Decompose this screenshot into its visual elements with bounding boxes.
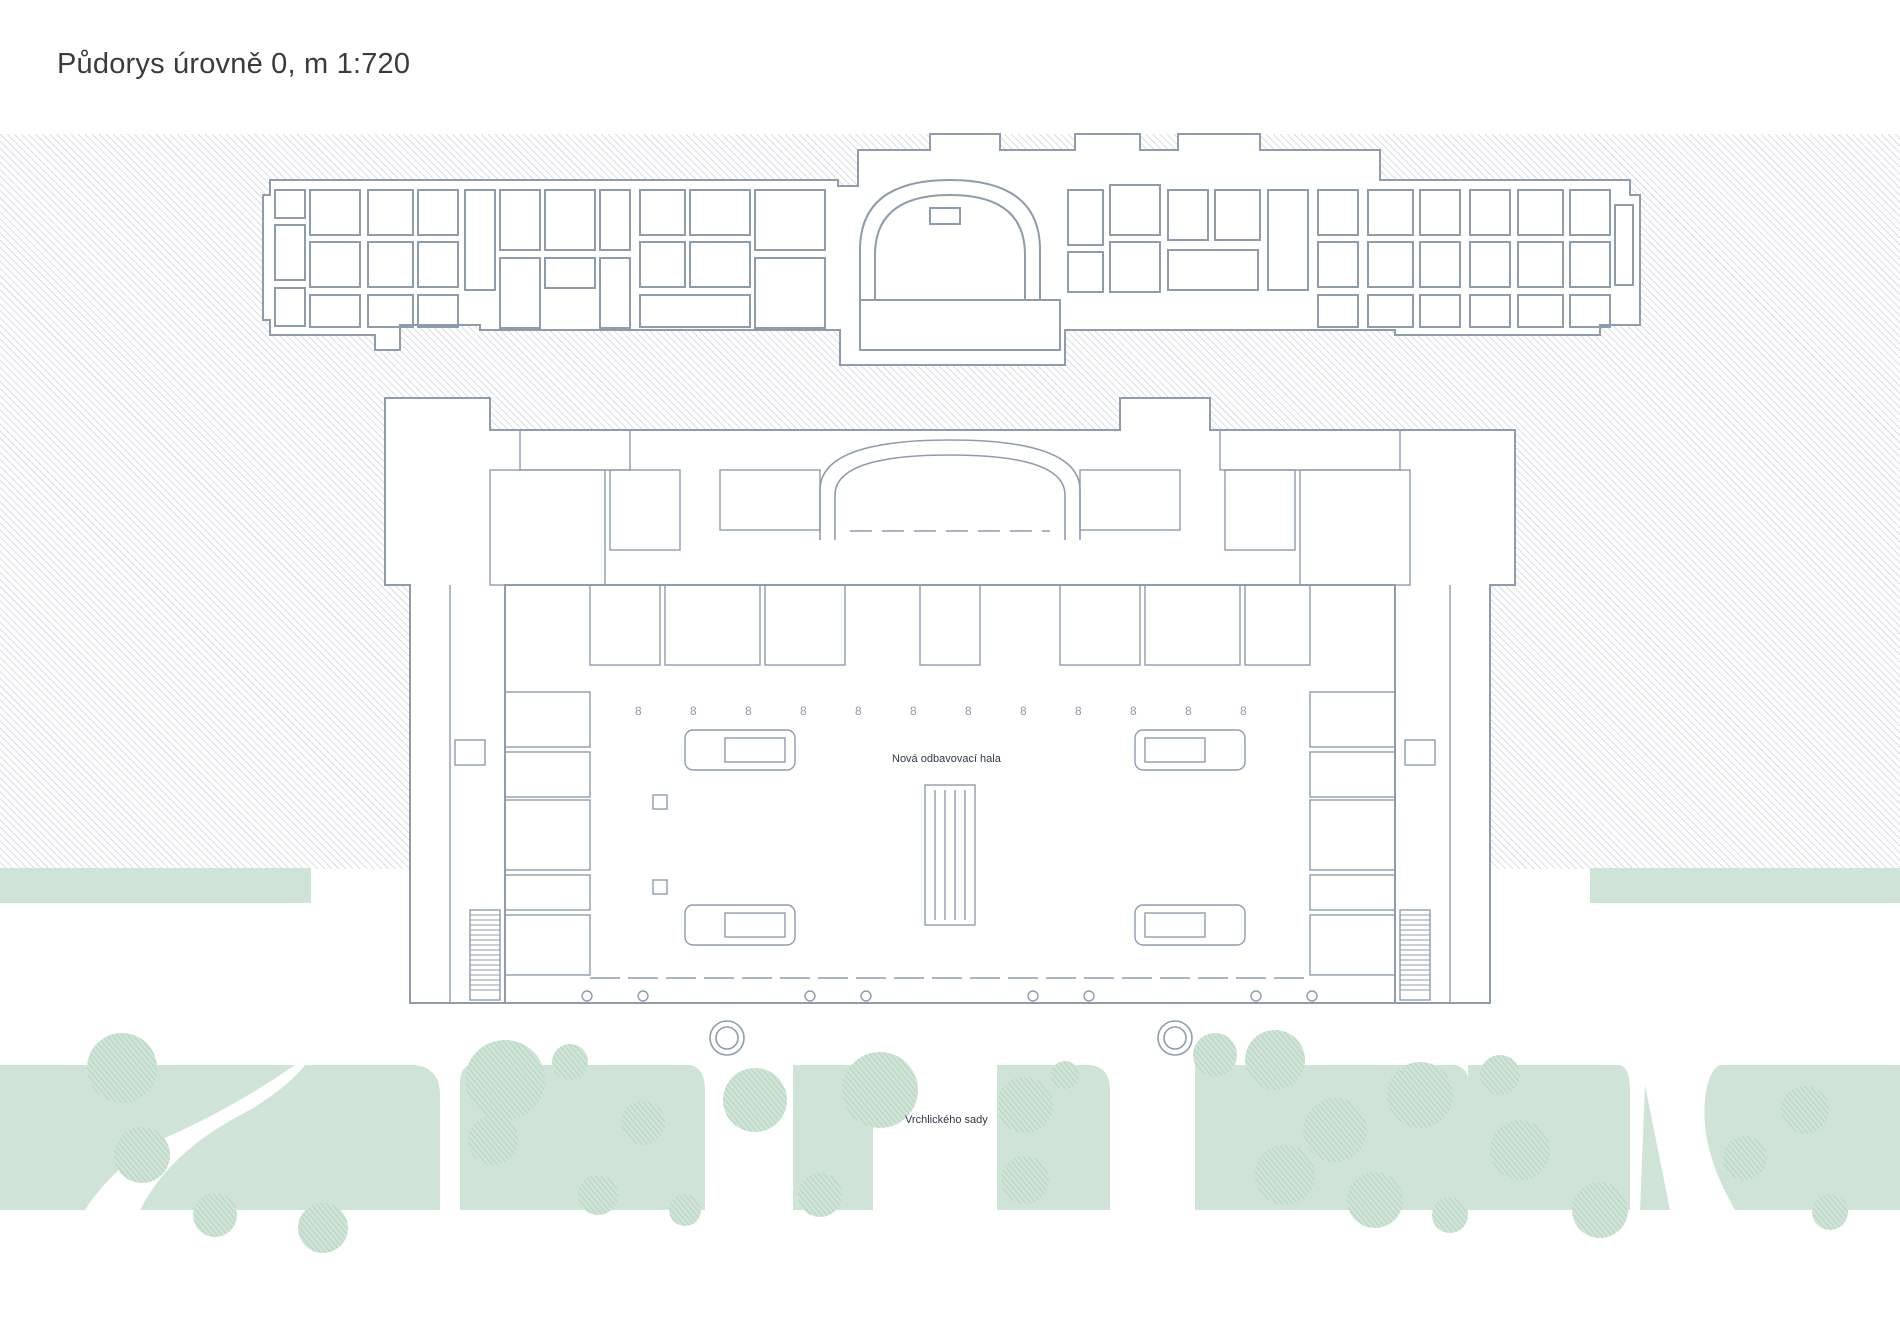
stairs [470, 914, 1431, 991]
upper-rooms [489, 429, 1411, 666]
plan-title: Půdorys úrovně 0, m 1:720 [57, 48, 411, 80]
svg-text:8: 8 [1240, 704, 1247, 718]
svg-text:8: 8 [965, 704, 972, 718]
svg-text:8: 8 [635, 704, 642, 718]
historic-rooms [274, 184, 1634, 329]
svg-text:8: 8 [910, 704, 917, 718]
entrances [709, 1020, 1193, 1056]
trees [87, 1030, 1848, 1253]
svg-text:8: 8 [690, 704, 697, 718]
svg-text:8: 8 [745, 704, 752, 718]
vestibule-arch [819, 439, 1081, 540]
historic-building [262, 133, 1641, 366]
svg-text:8: 8 [855, 704, 862, 718]
svg-text:8: 8 [800, 704, 807, 718]
svg-text:8: 8 [1075, 704, 1082, 718]
hall-label: Nová odbavovací hala [892, 753, 1002, 765]
columns [581, 990, 1318, 1002]
side-wings [449, 585, 1451, 1003]
green-strips [0, 868, 1900, 903]
svg-text:8: 8 [1020, 704, 1027, 718]
park-label: Vrchlického sady [905, 1114, 988, 1126]
svg-text:8: 8 [1130, 704, 1137, 718]
escalators [652, 729, 1246, 946]
pillar-row: 8 8 8 8 8 8 8 8 8 8 8 8 [635, 704, 1247, 718]
svg-text:8: 8 [1185, 704, 1192, 718]
new-hall-building [384, 397, 1516, 1004]
